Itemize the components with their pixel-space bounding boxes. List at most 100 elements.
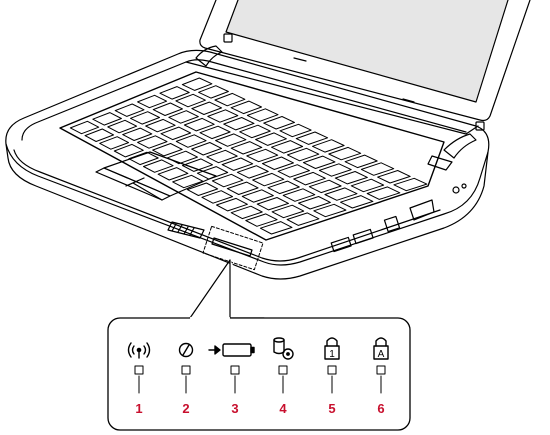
keyboard-key <box>318 163 352 177</box>
keyboard-key <box>113 143 144 158</box>
keyboard-key <box>287 147 320 162</box>
keyboard-key <box>230 141 263 155</box>
keyboard-key <box>340 195 374 209</box>
keyboard-key <box>152 102 183 116</box>
keyboard-key <box>191 142 223 156</box>
keyboard-key <box>308 179 342 194</box>
keyboard-key <box>122 127 153 141</box>
keyboard-key <box>160 126 192 141</box>
keyboard-key <box>279 123 312 138</box>
svg-text:1: 1 <box>329 349 335 360</box>
keyboard-key <box>181 77 213 91</box>
keyboard-key <box>223 117 255 131</box>
keyboard-key <box>199 125 231 140</box>
keyboard-key <box>241 189 274 203</box>
keyboard-key <box>239 124 271 139</box>
callout-pointer-left <box>189 259 231 319</box>
keyboard-key <box>286 212 320 226</box>
keyboard-key <box>293 171 326 186</box>
keyboard-key <box>143 159 174 173</box>
keyboard-key <box>263 116 295 130</box>
keyboard-key <box>350 178 385 193</box>
keyboard-key <box>175 93 206 108</box>
keyboard-key <box>107 119 138 134</box>
indicator-number-2: 2 <box>182 401 189 416</box>
indicator-led <box>230 365 240 375</box>
keyboard-key <box>324 187 358 201</box>
power-icon <box>178 342 194 358</box>
keyboard-key <box>198 85 229 99</box>
keyboard-key <box>130 111 160 125</box>
keyboard-key <box>137 135 168 149</box>
indicator-number-5: 5 <box>328 401 335 416</box>
keyboard-key <box>172 174 204 189</box>
keyboard-key <box>230 100 262 115</box>
indicator-leds: 1 2 3 4 5 6 <box>134 365 386 416</box>
num-lock-icon: 1 <box>324 337 340 360</box>
laptop-base <box>5 49 490 280</box>
keyboard-key <box>159 86 190 100</box>
keyboard-key <box>175 134 207 148</box>
indicator-panel <box>107 317 411 431</box>
keyboard-key <box>99 136 129 150</box>
keyboard-key <box>215 133 247 147</box>
keyboard-key <box>344 154 378 169</box>
keyboard-key <box>214 92 246 107</box>
keyboard-key <box>157 167 189 181</box>
indicator-number-4: 4 <box>279 401 287 416</box>
keyboard-key <box>255 132 287 146</box>
indicator-led <box>181 365 191 375</box>
keyboard-key <box>271 140 304 154</box>
keyboard-key <box>230 205 263 220</box>
keyboard-key <box>128 151 159 166</box>
keyboard-key <box>168 110 199 124</box>
keyboard-key <box>182 158 213 172</box>
keyboard-key <box>201 190 233 204</box>
keyboard-key <box>277 164 310 178</box>
indicator-led <box>327 365 337 375</box>
keyboard-key <box>145 118 176 133</box>
keyboard-key <box>216 197 248 212</box>
indicator-led <box>278 365 288 375</box>
keyboard-key <box>167 150 198 165</box>
keyboard-key <box>360 162 395 176</box>
keyboard-key <box>298 196 331 210</box>
keyboard-key <box>226 181 259 195</box>
keyboard-key <box>259 221 293 235</box>
keyboard-key <box>252 172 285 187</box>
keyboard-key <box>183 117 215 132</box>
keyboard-key <box>196 166 229 180</box>
keyboard-key <box>246 148 279 163</box>
keyboard-key <box>282 188 316 202</box>
keyboard-key <box>186 182 219 196</box>
caps-lock-icon: A <box>373 337 389 360</box>
keyboard-key <box>271 204 305 219</box>
keyboard-key <box>256 197 289 211</box>
keyboard-key <box>152 143 183 157</box>
svg-text:A: A <box>378 349 385 360</box>
keyboard-key <box>207 109 239 123</box>
keyboard-key <box>328 146 362 161</box>
keyboard-key <box>114 103 145 117</box>
keyboard-key <box>245 213 278 227</box>
keyboard-keys <box>69 77 428 235</box>
indicator-number-3: 3 <box>231 401 238 416</box>
keyboard-key <box>236 165 269 179</box>
keyboard-key <box>221 157 254 171</box>
keyboard-key <box>69 120 100 135</box>
battery-charging-icon <box>208 343 255 357</box>
keyboard-key <box>191 101 223 115</box>
wireless-antenna-icon <box>127 342 151 359</box>
keyboard-key <box>377 170 411 184</box>
keyboard-key <box>206 149 238 164</box>
callout-focus-box <box>202 225 264 271</box>
keyboard-key <box>313 203 347 218</box>
callout-pointer <box>229 259 265 319</box>
keyboard-key <box>267 180 300 195</box>
keyboard-key <box>84 128 115 142</box>
keyboard-key <box>137 94 168 109</box>
indicator-number-6: 6 <box>377 401 384 416</box>
indicator-number-1: 1 <box>135 401 142 416</box>
keyboard-key <box>393 177 428 192</box>
